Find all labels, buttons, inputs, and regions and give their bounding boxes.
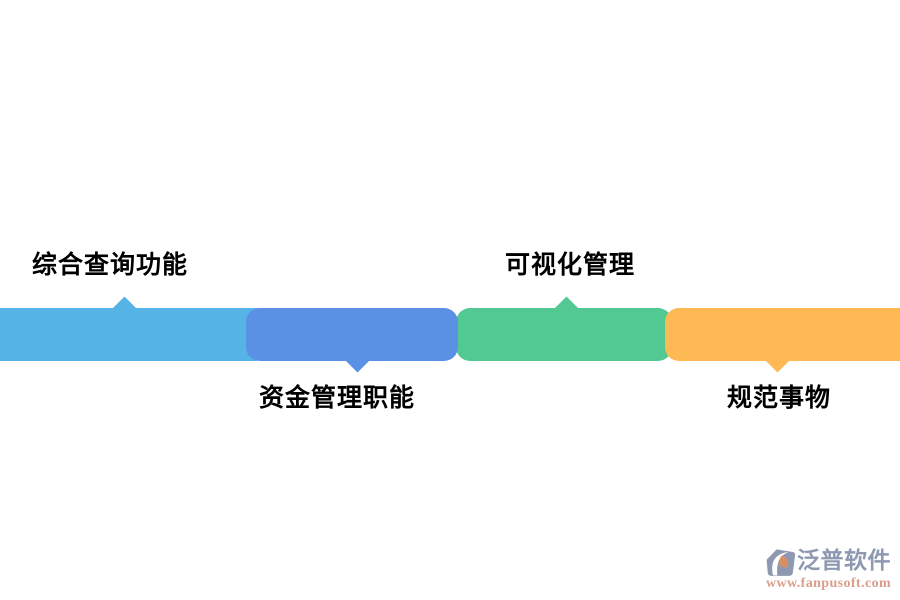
segment-2-label: 资金管理职能 [258,383,416,412]
segment-1-bar [0,308,257,361]
segment-3-label: 可视化管理 [504,250,636,279]
segment-4-label: 规范事物 [726,383,832,412]
logo-sail [779,555,788,568]
watermark: 泛普软件 www.fanpusoft.com [766,547,900,595]
segment-3-bar [456,308,672,361]
fanpu-logo-icon [766,549,796,576]
segment-1-label: 综合查询功能 [31,250,189,279]
logo-swoosh [772,552,789,576]
watermark-url: www.fanpusoft.com [766,576,892,591]
watermark-brand: 泛普软件 [797,548,891,574]
segment-4-bar [665,308,900,361]
segment-2-bar [246,308,458,361]
